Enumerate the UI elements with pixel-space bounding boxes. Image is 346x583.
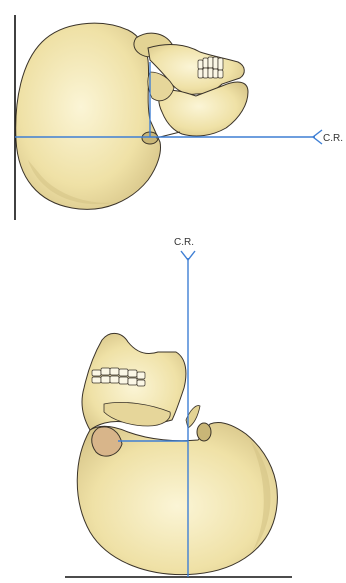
top-skull-view: C.R. <box>15 15 343 220</box>
bottom-ear-canal <box>197 423 211 441</box>
top-cr-label: C.R. <box>323 133 343 144</box>
bottom-skull-view: C.R. <box>65 237 292 577</box>
top-upper-teeth <box>198 57 223 78</box>
bottom-cr-label: C.R. <box>174 237 194 248</box>
